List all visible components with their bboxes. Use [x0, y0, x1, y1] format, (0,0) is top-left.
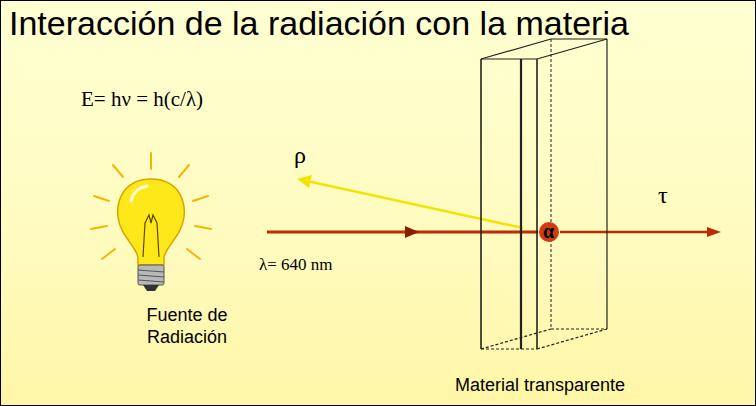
slab-edge: [480, 59, 482, 349]
slab-edge: [606, 39, 607, 329]
reflected-beam: [307, 181, 523, 228]
slab-edge: [537, 329, 607, 349]
slab-edge: [481, 348, 537, 349]
slab-edge: [551, 38, 607, 39]
absorption-point: α: [539, 222, 559, 242]
transmitted-beam: [560, 231, 713, 234]
bulb-base: [138, 265, 164, 291]
slab-edge: [520, 59, 522, 349]
slab-edge: [537, 39, 607, 59]
bulb-glass: [118, 179, 185, 265]
absorption-symbol: α: [543, 221, 554, 241]
slab-outline: [477, 37, 615, 353]
arrowhead: [297, 175, 312, 188]
slab-edge: [551, 39, 552, 329]
slab-edge: [481, 329, 551, 349]
slab-edge: [536, 59, 538, 349]
circle-fill: [539, 222, 559, 242]
slab-edge: [481, 58, 537, 59]
transmittance-symbol: τ: [658, 181, 668, 210]
formula: E= hν = h(c/λ): [81, 87, 203, 112]
wavelength-label: λ= 640 nm: [259, 255, 333, 275]
incident-beam: [267, 231, 538, 234]
transparent-slab: Material transparenteα: [477, 37, 615, 353]
source-label: Fuente de Radiación: [127, 305, 247, 348]
arrowhead: [707, 227, 721, 237]
reflectance-symbol: ρ: [294, 141, 306, 170]
slab-caption: Material transparente: [455, 375, 625, 397]
slab-edge: [551, 328, 607, 329]
arrowhead: [405, 226, 419, 238]
slide-title: Interacción de la radiación con la mater…: [9, 3, 629, 43]
slab-edge: [481, 39, 551, 59]
